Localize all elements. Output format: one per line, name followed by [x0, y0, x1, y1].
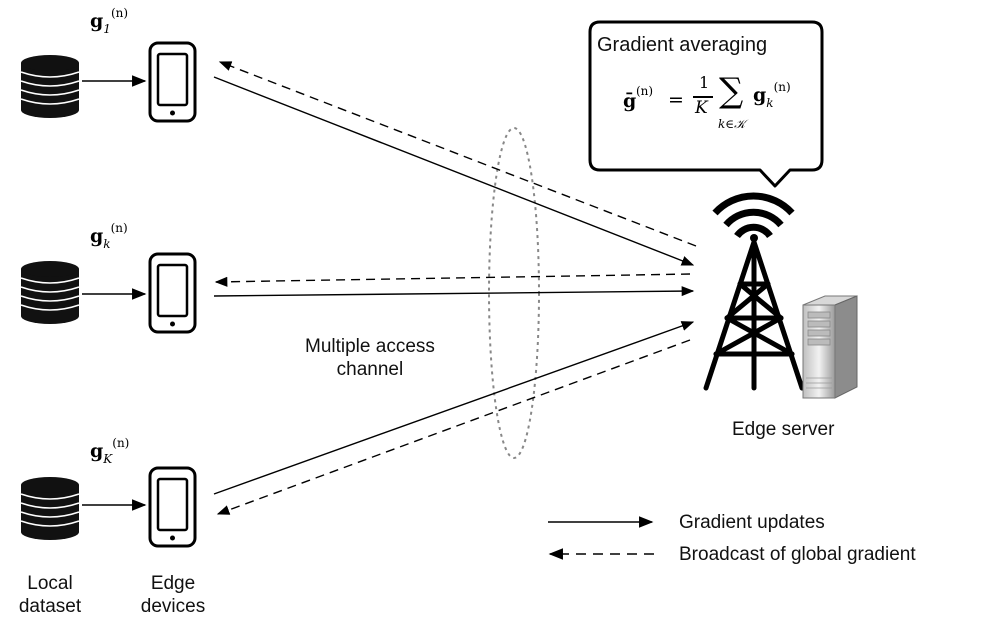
downlink-arrow-1: [218, 61, 697, 247]
legend-solid-label: Gradient updates: [679, 512, 825, 533]
antenna-tower-icon: [703, 234, 805, 391]
fraction-numerator: 1: [699, 73, 710, 92]
server-icon: [802, 295, 858, 399]
database-icon-1: [20, 55, 80, 118]
downlink-arrow-K: [216, 339, 691, 515]
bubble-title: Gradient averaging: [597, 34, 768, 56]
fraction-bar: [693, 96, 713, 98]
gradient-label-1: g1(n): [90, 6, 129, 36]
gradient-label-k: gk(n): [90, 221, 128, 251]
term-g: gk(n): [753, 80, 791, 110]
uplink-arrow-K: [213, 321, 695, 495]
database-icon-k: [20, 261, 80, 324]
speech-bubble: [588, 20, 824, 188]
phone-icon-K: [148, 466, 197, 548]
lhs-gbar: ḡ: [623, 90, 637, 112]
fraction-denominator: K: [695, 98, 708, 118]
phone-icon-k: [148, 252, 197, 334]
legend-dashed-label: Broadcast of global gradient: [679, 544, 916, 565]
summation-subscript: k∈𝒦: [718, 117, 746, 131]
uplink-arrow-k: [213, 286, 695, 297]
edge-devices-label: Edge devices: [140, 573, 206, 617]
lhs-superscript: (n): [636, 84, 654, 98]
equals-sign: =: [668, 89, 684, 111]
phone-icon-1: [148, 41, 197, 123]
summation-sign: ∑: [719, 71, 744, 111]
channel-label: Multiple access channel: [305, 336, 435, 380]
downlink-arrow-k: [214, 273, 691, 287]
database-icon-K: [20, 477, 80, 540]
server-label: Edge server: [732, 419, 835, 440]
wifi-signal-icon: [712, 192, 795, 239]
local-dataset-label: Local dataset: [18, 573, 82, 617]
gradient-label-K: gK(n): [90, 436, 130, 466]
uplink-arrow-1: [213, 76, 695, 266]
